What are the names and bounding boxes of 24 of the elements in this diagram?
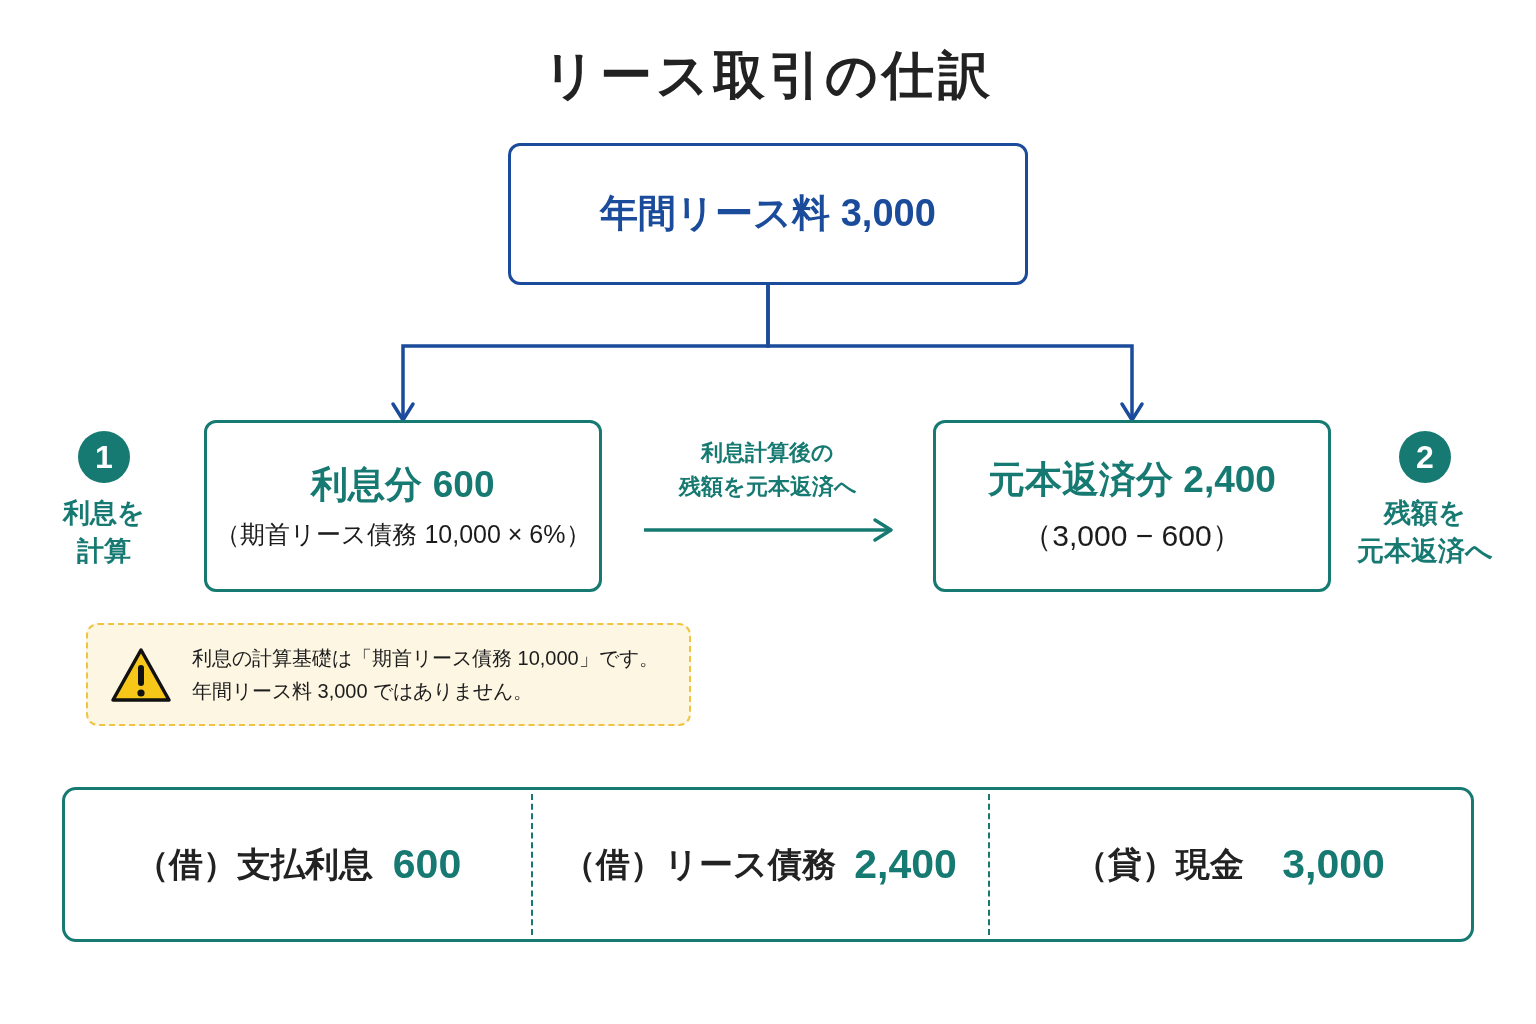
step-caption: 残額を元本返済へ	[1356, 497, 1494, 568]
box-heading: 利息分 600	[311, 462, 495, 507]
box-subtext: （3,000 − 600）	[1022, 518, 1242, 555]
amount-box	[204, 420, 602, 592]
account-name: （借）リース債務	[562, 843, 837, 885]
number-badge: 2	[1399, 431, 1451, 483]
account-name: （貸）現金	[1074, 843, 1245, 885]
account-name: （借）支払利息	[134, 843, 373, 885]
box-heading: 年間リース料 3,000	[600, 191, 936, 237]
amount-value: 2,400	[854, 841, 957, 888]
amount-value: 600	[392, 841, 462, 888]
arrow	[644, 518, 893, 542]
amount-value: 3,000	[1282, 841, 1385, 888]
arrow	[766, 285, 1144, 422]
number-badge: 1	[78, 431, 130, 483]
title: リース取引の仕訳	[542, 45, 994, 106]
note-text: 利息の計算基礎は「期首リース債務 10,000」です。年間リース料 3,000 ではありません。	[192, 645, 660, 704]
box-heading: 元本返済分 2,400	[988, 457, 1276, 502]
step-caption: 利息を計算	[61, 497, 146, 568]
warning-note	[86, 623, 691, 726]
amount-box	[933, 420, 1331, 592]
box-subtext: （期首リース債務 10,000 × 6%）	[215, 519, 591, 550]
entry-panel	[62, 787, 1474, 942]
amount-box	[508, 143, 1028, 285]
